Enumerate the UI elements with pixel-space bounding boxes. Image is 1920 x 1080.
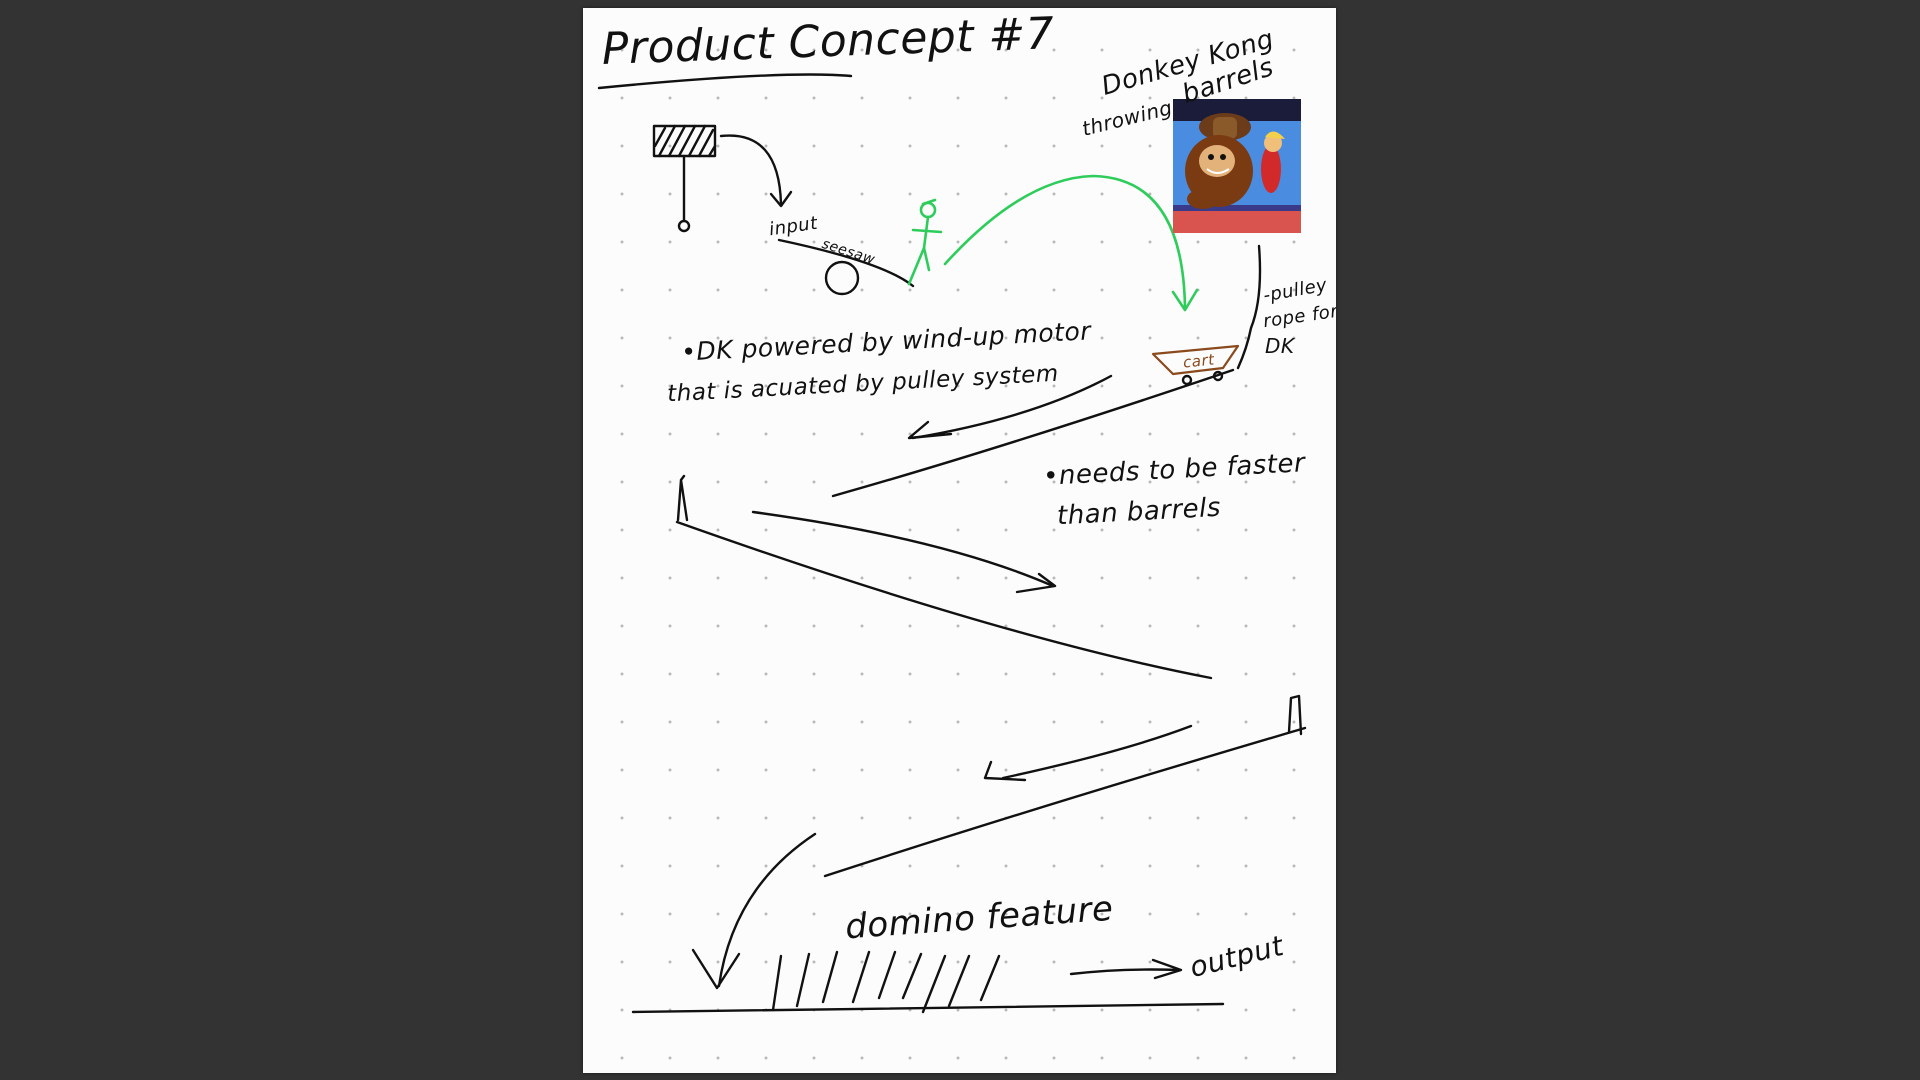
sketch-drawing bbox=[597, 73, 1307, 1014]
donkey-kong-image bbox=[1173, 99, 1301, 233]
ramp-1 bbox=[831, 368, 1235, 498]
speed-note-line2: than barrels bbox=[1056, 492, 1222, 532]
arrow-left-upper bbox=[907, 374, 1113, 440]
ground-line bbox=[631, 1002, 1225, 1014]
domino-row bbox=[771, 950, 1001, 1014]
title-underline bbox=[597, 73, 853, 90]
post-left bbox=[676, 474, 689, 522]
post-right bbox=[1287, 694, 1303, 736]
output-arrow bbox=[1069, 958, 1183, 980]
seesaw bbox=[777, 238, 915, 296]
arrow-right bbox=[751, 510, 1057, 594]
arrow-to-dominoes bbox=[691, 832, 817, 990]
donkey-kong-illustration bbox=[1173, 99, 1301, 233]
hanging-weight bbox=[652, 124, 717, 233]
stick-figure-green bbox=[907, 198, 943, 286]
input-arrow bbox=[719, 134, 793, 208]
ramp-3 bbox=[823, 726, 1307, 878]
ramp-2 bbox=[675, 520, 1213, 680]
arrow-left-lower bbox=[983, 724, 1193, 782]
notebook-page: Product Concept #7 input seesaw Donkey K… bbox=[583, 8, 1336, 1073]
cart-label: cart bbox=[1182, 350, 1216, 372]
pulley-rope bbox=[1236, 244, 1262, 370]
trajectory-arrow-green bbox=[943, 174, 1199, 312]
pulley-label-line3: DK bbox=[1265, 334, 1295, 358]
